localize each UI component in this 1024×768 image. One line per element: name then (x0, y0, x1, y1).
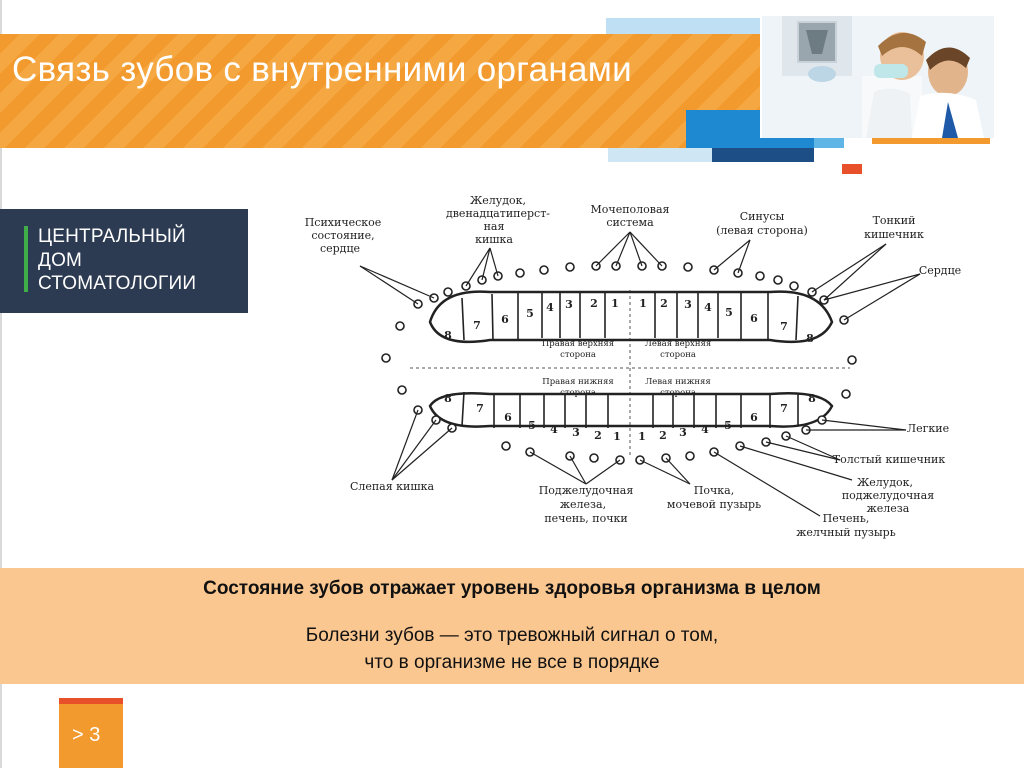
info-subtext: Болезни зубов — это тревожный сигнал о т… (0, 622, 1024, 676)
lower-tooth-8: 1 (613, 430, 621, 443)
pointer-lines (359, 231, 921, 517)
teeth-organs-diagram: Психическое состояние, сердце Желудок, д… (305, 194, 961, 539)
page-number-box[interactable] (59, 698, 123, 768)
label-liver-2: желчный пузырь (796, 526, 895, 539)
label-heart: Сердце (919, 264, 961, 277)
upper-tooth-14: 6 (750, 312, 758, 325)
label-appendix: Слепая кишка (350, 480, 435, 493)
upper-tooth-13: 5 (725, 306, 733, 319)
lower-tooth-16: 8 (808, 392, 816, 405)
lower-tooth-14: 6 (750, 411, 758, 424)
label-pancreas-1: Поджелудочная (539, 484, 634, 497)
upper-tooth-4: 5 (526, 307, 534, 320)
lower-tooth-9: 1 (638, 430, 646, 443)
label-stomach-2: двенадцатиперст- (446, 207, 550, 220)
quadrant-upper-left-2: сторона (660, 350, 696, 360)
lower-tooth-2: 7 (476, 402, 484, 415)
upper-tooth-1: 8 (444, 329, 452, 342)
page-number: > 3 (72, 724, 101, 746)
upper-tooth-5: 4 (546, 301, 554, 314)
quadrant-upper-right-1: Правая верхняя (542, 339, 614, 349)
label-sinus-1: Синусы (740, 210, 785, 223)
organ-labels: Психическое состояние, сердце Желудок, д… (305, 194, 961, 539)
lower-tooth-15: 7 (780, 402, 788, 415)
upper-arch-outline (428, 290, 834, 344)
info-band (0, 568, 1024, 684)
lower-tooth-3: 6 (504, 411, 512, 424)
label-psych-3: сердце (320, 242, 360, 255)
left-frame-line (0, 0, 2, 768)
page-title: Связь зубов с внутренними органами (12, 50, 632, 89)
upper-tooth-2: 7 (473, 319, 481, 332)
upper-tooth-8: 1 (611, 297, 619, 310)
dentists-photo (760, 16, 994, 138)
lower-tooth-11: 3 (679, 426, 687, 439)
lower-teeth: 8 7 6 5 4 3 2 1 1 2 3 4 5 6 7 8 (444, 392, 816, 443)
quadrant-upper-right-2: сторона (560, 350, 596, 360)
lower-tooth-6: 3 (572, 426, 580, 439)
decor-block-red (842, 164, 862, 174)
upper-tooth-7: 2 (590, 297, 598, 310)
label-urogenital-2: система (606, 216, 654, 229)
label-colon: Толстый кишечник (833, 453, 946, 466)
label-stomach2-3: железа (867, 502, 910, 515)
logo-line-1: ЦЕНТРАЛЬНЫЙ (38, 226, 186, 247)
label-stomach-3: ная (484, 220, 505, 233)
quadrant-lower-right-1: Правая нижняя (542, 377, 613, 387)
logo-line-3: СТОМАТОЛОГИИ (38, 273, 197, 294)
label-liver-1: Печень, (823, 512, 870, 525)
decor-block-navy (712, 148, 814, 162)
upper-teeth: 8 7 6 5 4 3 2 1 1 2 3 4 5 6 7 8 (444, 297, 814, 345)
decor-block-orange (872, 138, 990, 144)
upper-tooth-3: 6 (501, 313, 509, 326)
label-kidney-2: мочевой пузырь (667, 498, 761, 511)
label-pancreas-2: железа, (560, 498, 606, 511)
lower-tooth-12: 4 (701, 423, 709, 436)
upper-tooth-12: 4 (704, 301, 712, 314)
upper-tooth-16: 8 (806, 332, 814, 345)
lower-tooth-5: 4 (550, 423, 558, 436)
lower-tooth-4: 5 (528, 419, 536, 432)
label-sinus-2: (левая сторона) (716, 224, 808, 237)
upper-tooth-6: 3 (565, 298, 573, 311)
label-psych-1: Психическое (305, 216, 382, 229)
decor-block-cyan (814, 138, 844, 148)
upper-tooth-10: 2 (660, 297, 668, 310)
label-stomach-4: кишка (475, 233, 513, 246)
label-urogenital-1: Мочеполовая (591, 203, 670, 216)
label-stomach2-1: Желудок, (857, 476, 913, 489)
info-subtext-line2: что в организме не все в порядке (364, 652, 660, 673)
lower-tooth-10: 2 (659, 429, 667, 442)
quadrant-lower-left-1: Левая нижняя (645, 377, 711, 387)
label-stomach-1: Желудок, (470, 194, 526, 207)
lower-tooth-7: 2 (594, 429, 602, 442)
label-pancreas-3: печень, почки (544, 512, 627, 525)
info-subtext-line1: Болезни зубов — это тревожный сигнал о т… (305, 625, 719, 646)
label-small-intestine-2: кишечник (864, 228, 924, 241)
upper-tooth-11: 3 (684, 298, 692, 311)
info-headline: Состояние зубов отражает уровень здоровь… (203, 578, 821, 599)
lower-tooth-13: 5 (724, 419, 732, 432)
upper-tooth-15: 7 (780, 320, 788, 333)
tooth-dividers (461, 292, 799, 428)
upper-tooth-9: 1 (639, 297, 647, 310)
decor-block-paleblue (608, 148, 712, 162)
lower-tooth-1: 8 (444, 392, 452, 405)
label-stomach2-2: поджелудочная (842, 489, 934, 502)
decor-block-lightblue (606, 18, 760, 34)
label-lungs: Легкие (907, 422, 949, 435)
logo-accent-bar (24, 226, 28, 292)
label-psych-2: состояние, (311, 229, 374, 242)
logo-line-2: ДОМ (38, 250, 83, 271)
lower-arch-outline (428, 391, 834, 428)
quadrant-upper-left-1: Левая верхняя (645, 339, 711, 349)
title-banner (0, 34, 760, 148)
clinic-logo-box (0, 209, 248, 313)
label-kidney-1: Почка, (694, 484, 734, 497)
label-small-intestine-1: Тонкий (873, 214, 916, 227)
